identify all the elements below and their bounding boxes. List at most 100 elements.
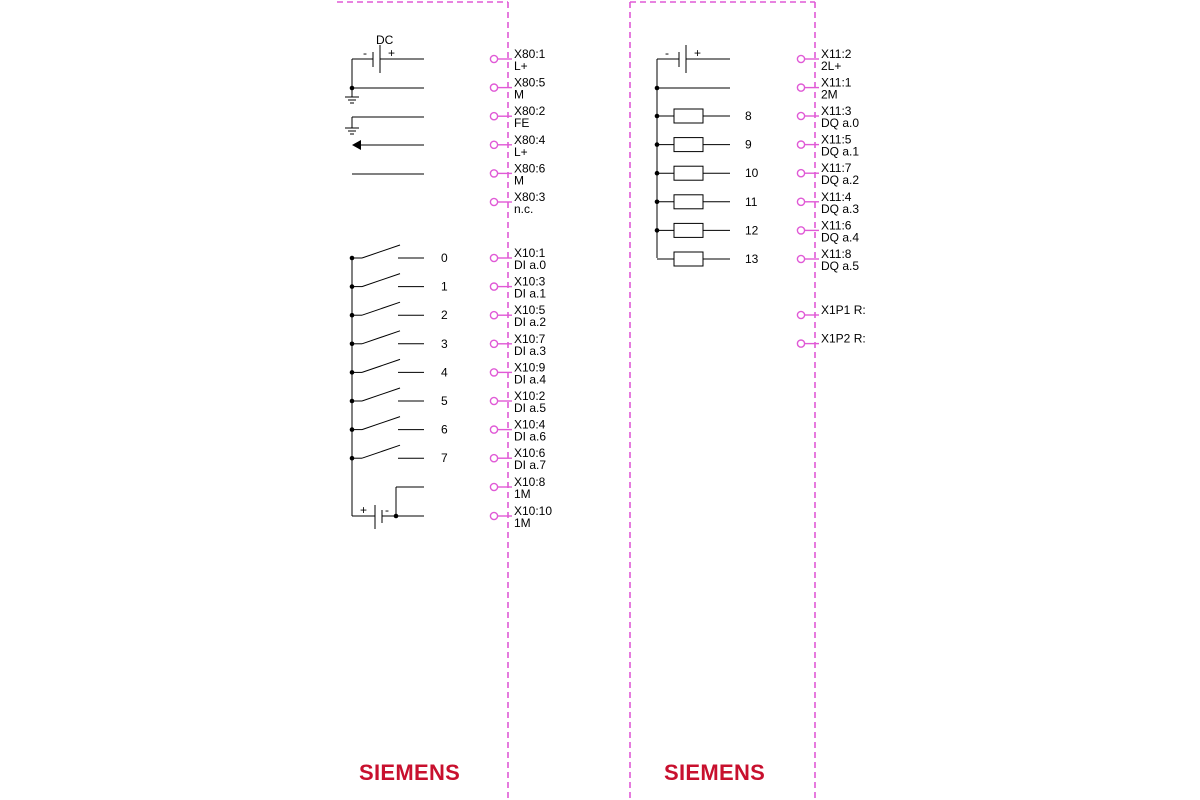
terminal: X80:3n.c. bbox=[489, 190, 546, 216]
output-load: 13 bbox=[657, 251, 759, 267]
output-channel-number: 11 bbox=[745, 195, 758, 209]
terminal-ring-icon bbox=[489, 140, 499, 150]
terminal-ring-icon bbox=[489, 482, 499, 492]
input-channel-number: 0 bbox=[441, 251, 448, 265]
switch-contact-icon bbox=[361, 244, 401, 259]
input-channel-number: 7 bbox=[441, 451, 448, 465]
terminal-id: X80:4 bbox=[514, 133, 546, 147]
terminal: X80:5M bbox=[489, 76, 546, 102]
terminal-id: X80:1 bbox=[514, 47, 546, 61]
terminal-ring-icon bbox=[796, 111, 806, 121]
resistor-icon bbox=[673, 108, 704, 124]
terminal-signal: DI a.2 bbox=[514, 315, 546, 329]
terminal: X10:4DI a.6 bbox=[489, 418, 546, 444]
terminal-ring-icon bbox=[796, 140, 806, 149]
terminal-id: X11:3 bbox=[821, 104, 852, 118]
input-channel-number: 2 bbox=[441, 308, 448, 322]
terminal-id: X1P2 R: bbox=[821, 332, 866, 346]
terminal: X11:7DQ a.2 bbox=[796, 161, 859, 187]
terminal-ring-icon bbox=[796, 168, 806, 178]
terminal-id: X10:7 bbox=[514, 332, 546, 346]
siemens-logo: SIEMENS bbox=[359, 760, 460, 785]
terminal: X10:7DI a.3 bbox=[489, 332, 546, 358]
terminal-signal: DQ a.2 bbox=[821, 173, 859, 187]
terminal: X80:1L+ bbox=[489, 47, 546, 73]
battery-plus-label: + bbox=[694, 46, 701, 60]
terminal-id: X1P1 R: bbox=[821, 303, 866, 317]
terminal-signal: 2M bbox=[821, 88, 838, 102]
left-module-frame bbox=[337, 1, 509, 800]
terminal-signal: DQ a.4 bbox=[821, 230, 859, 244]
terminal-signal: DQ a.5 bbox=[821, 259, 859, 273]
input-channel-number: 4 bbox=[441, 365, 448, 379]
terminal-ring-icon bbox=[489, 83, 499, 92]
terminal-signal: DQ a.0 bbox=[821, 116, 859, 130]
resistor-icon bbox=[673, 137, 704, 153]
input-channel-number: 5 bbox=[441, 394, 448, 408]
input-switch: 3 bbox=[349, 330, 448, 351]
battery-plus-label: + bbox=[388, 46, 395, 60]
terminal-id: X80:2 bbox=[514, 104, 546, 118]
ground-icon bbox=[345, 127, 359, 135]
terminal-ring-icon bbox=[489, 197, 499, 207]
switch-contact-icon bbox=[361, 444, 401, 459]
input-battery-minus-label: - bbox=[385, 503, 389, 517]
terminal-ring-icon bbox=[489, 368, 499, 377]
terminal-id: X80:6 bbox=[514, 161, 546, 175]
terminal-id: X80:5 bbox=[514, 76, 546, 90]
terminal-id: X11:2 bbox=[821, 47, 852, 61]
output-load: 11 bbox=[654, 194, 758, 210]
terminal: X11:3DQ a.0 bbox=[796, 104, 859, 130]
input-switch: 4 bbox=[349, 358, 448, 379]
terminal-ring-icon bbox=[489, 396, 499, 406]
terminal-ring-icon bbox=[489, 310, 499, 320]
terminal-signal: DQ a.1 bbox=[821, 145, 859, 159]
terminal: X1P2 R: bbox=[796, 332, 866, 348]
input-switch: 0 bbox=[349, 244, 448, 265]
terminal: X80:6M bbox=[489, 161, 546, 187]
terminal-signal: DI a.0 bbox=[514, 258, 546, 272]
input-switch: 1 bbox=[349, 273, 448, 294]
switch-contact-icon bbox=[361, 301, 401, 316]
terminal-ring-icon bbox=[489, 169, 499, 178]
terminal-signal: DI a.1 bbox=[514, 287, 546, 301]
terminal: X10:5DI a.2 bbox=[489, 303, 546, 329]
terminal-signal: M bbox=[514, 173, 524, 187]
terminal-id: X10:10 bbox=[514, 504, 552, 518]
output-load: 9 bbox=[654, 137, 752, 153]
input-switch: 7 bbox=[349, 444, 448, 465]
terminal: X10:9DI a.4 bbox=[489, 360, 546, 386]
switch-contact-icon bbox=[361, 416, 401, 431]
output-channel-number: 13 bbox=[745, 252, 759, 266]
output-load: 8 bbox=[654, 108, 752, 124]
battery-minus-label: - bbox=[665, 46, 669, 60]
terminal-id: X80:3 bbox=[514, 190, 546, 204]
terminal-signal: 1M bbox=[514, 516, 531, 530]
resistor-icon bbox=[673, 165, 704, 181]
input-switch: 2 bbox=[349, 301, 448, 322]
switch-contact-icon bbox=[361, 358, 401, 373]
right-module-frame bbox=[629, 1, 816, 800]
input-battery-plus-label: + bbox=[360, 503, 367, 517]
terminal-signal: 1M bbox=[514, 487, 531, 501]
terminal-ring-icon bbox=[796, 339, 806, 348]
dc-supply-circuit: DC - + bbox=[345, 33, 424, 175]
battery-minus-label: - bbox=[363, 46, 367, 60]
left-terminal-strip: X80:1L+X80:5MX80:2FEX80:4L+X80:6MX80:3n.… bbox=[489, 47, 552, 530]
resistor-icon bbox=[673, 194, 704, 210]
output-channel-number: 12 bbox=[745, 223, 759, 237]
terminal-id: X10:2 bbox=[514, 389, 546, 403]
terminal-id: X10:3 bbox=[514, 275, 546, 289]
terminal-signal: M bbox=[514, 88, 524, 102]
ground-icon bbox=[345, 96, 359, 104]
terminal: X11:4DQ a.3 bbox=[796, 190, 859, 216]
terminal-id: X10:1 bbox=[514, 246, 546, 260]
terminal-ring-icon bbox=[489, 282, 499, 291]
terminal: X10:2DI a.5 bbox=[489, 389, 546, 415]
output-load: 12 bbox=[654, 222, 759, 238]
terminal-ring-icon bbox=[796, 54, 806, 64]
terminal-id: X11:1 bbox=[821, 76, 852, 90]
